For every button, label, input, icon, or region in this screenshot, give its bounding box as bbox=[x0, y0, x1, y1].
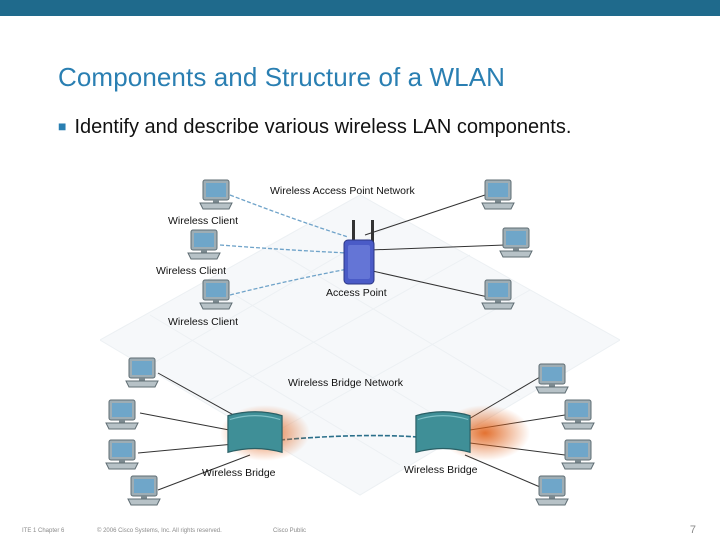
wireless-client-computer-1 bbox=[199, 179, 233, 210]
bridge-computer-right-2 bbox=[561, 399, 595, 430]
wireless-links bbox=[219, 194, 349, 296]
label-bridge-network: Wireless Bridge Network bbox=[288, 377, 404, 389]
label-access-point: Access Point bbox=[326, 287, 387, 299]
label-wireless-bridge-left: Wireless Bridge bbox=[202, 467, 276, 479]
label-wireless-client-1: Wireless Client bbox=[168, 215, 238, 227]
wireless-bridge-left-icon bbox=[227, 411, 283, 453]
bullet-square-icon: ■ bbox=[58, 118, 67, 134]
wlan-diagram: Wireless Access Point Network Wireless C… bbox=[100, 179, 620, 506]
wireless-client-computer-3 bbox=[199, 279, 233, 310]
bridge-computer-left-1 bbox=[125, 357, 159, 388]
bridge-computer-right-3 bbox=[561, 439, 595, 470]
top-bar bbox=[0, 0, 720, 16]
bullet-item: ■ Identify and describe various wireless … bbox=[58, 116, 571, 139]
footer-copyright: © 2006 Cisco Systems, Inc. All rights re… bbox=[97, 528, 222, 534]
footer-classification: Cisco Public bbox=[273, 528, 307, 534]
bridge-computer-left-4 bbox=[127, 475, 161, 506]
slide-title: Components and Structure of a WLAN bbox=[58, 62, 506, 92]
access-point-icon bbox=[343, 220, 375, 285]
label-wireless-bridge-right: Wireless Bridge bbox=[404, 464, 478, 476]
label-ap-network: Wireless Access Point Network bbox=[270, 185, 415, 197]
footer-course: ITE 1 Chapter 6 bbox=[22, 528, 65, 534]
network-computer-1 bbox=[481, 179, 515, 210]
page-number: 7 bbox=[689, 524, 696, 536]
bridge-computer-right-4 bbox=[535, 475, 569, 506]
bridge-computer-left-2 bbox=[105, 399, 139, 430]
wireless-client-computer-2 bbox=[187, 229, 221, 260]
network-computer-2 bbox=[499, 227, 533, 258]
network-computer-3 bbox=[481, 279, 515, 310]
label-wireless-client-3: Wireless Client bbox=[168, 316, 238, 328]
bullet-text: Identify and describe various wireless L… bbox=[74, 116, 572, 138]
bridge-computer-left-3 bbox=[105, 439, 139, 470]
ap-wired-links bbox=[364, 194, 506, 298]
wireless-bridge-right-icon bbox=[415, 411, 471, 453]
label-wireless-client-2: Wireless Client bbox=[156, 265, 226, 277]
bridge-computer-right-1 bbox=[535, 363, 569, 394]
